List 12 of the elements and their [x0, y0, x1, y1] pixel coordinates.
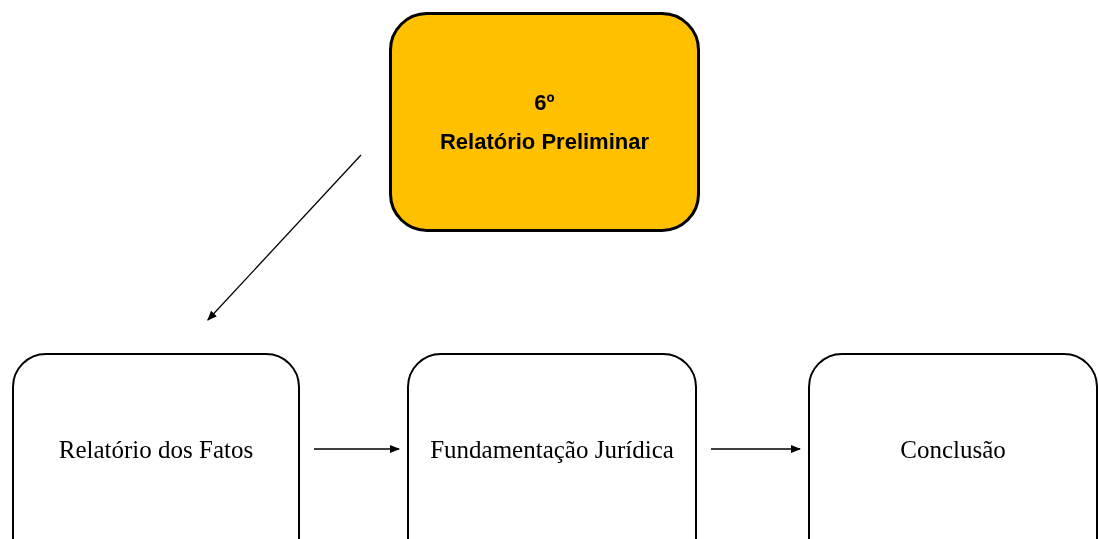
step-label: Relatório dos Fatos	[58, 435, 254, 465]
step-label: Conclusão	[900, 435, 1006, 465]
arrow	[710, 445, 801, 453]
step-label: Fundamentação Jurídica	[430, 435, 674, 465]
arrow	[313, 445, 400, 453]
arrow	[207, 154, 362, 321]
stage-title: Relatório Preliminar	[439, 128, 650, 156]
stage-box	[389, 12, 700, 232]
process-box	[12, 353, 300, 539]
step-number: 6º	[534, 88, 555, 116]
process-box	[808, 353, 1098, 539]
process-box	[407, 353, 697, 539]
